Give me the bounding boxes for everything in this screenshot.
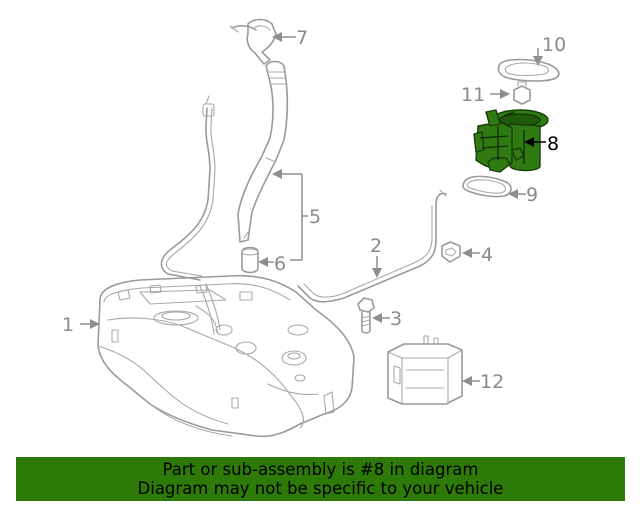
filler-neck-part[interactable] xyxy=(237,60,289,243)
callout-9-leader xyxy=(508,189,526,199)
callout-12[interactable]: 12 xyxy=(480,371,504,393)
callout-7[interactable]: 7 xyxy=(296,27,308,49)
callout-3[interactable]: 3 xyxy=(390,308,402,330)
callout-10[interactable]: 10 xyxy=(542,34,566,56)
breather-line xyxy=(160,95,221,335)
fuel-tank-part[interactable] xyxy=(97,274,355,438)
clip-part[interactable] xyxy=(513,81,531,105)
callout-2[interactable]: 2 xyxy=(370,235,382,257)
callout-2-leader xyxy=(372,256,382,278)
callout-8-leader xyxy=(524,137,546,147)
callout-4[interactable]: 4 xyxy=(481,244,493,266)
callout-7-leader xyxy=(272,32,296,42)
callout-11[interactable]: 11 xyxy=(461,84,485,106)
callout-1[interactable]: 1 xyxy=(62,314,74,336)
hose-connector-part[interactable] xyxy=(241,246,259,274)
filler-cap-part[interactable] xyxy=(229,18,277,65)
callout-12-leader xyxy=(462,376,480,386)
seal-ring-part[interactable] xyxy=(462,175,512,198)
bolt-part[interactable] xyxy=(357,297,375,334)
callout-8[interactable]: 8 xyxy=(547,133,559,155)
callout-6[interactable]: 6 xyxy=(274,253,286,275)
callout-5-bracket xyxy=(272,169,308,261)
callout-3-leader xyxy=(372,313,390,323)
callout-10-leader xyxy=(533,48,543,66)
notice-banner: Part or sub-assembly is #8 in diagram Di… xyxy=(16,457,625,501)
fuel-pump-module-part[interactable] xyxy=(473,109,549,173)
tank-strap-part[interactable] xyxy=(297,189,447,303)
callout-9[interactable]: 9 xyxy=(526,184,538,206)
callout-5[interactable]: 5 xyxy=(309,206,321,228)
notice-line-disclaimer: Diagram may not be specific to your vehi… xyxy=(137,479,504,498)
nut-part[interactable] xyxy=(441,241,461,263)
lock-ring-part[interactable] xyxy=(497,58,560,82)
callout-4-leader xyxy=(462,248,480,258)
notice-line-part: Part or sub-assembly is #8 in diagram xyxy=(162,460,479,479)
callout-6-leader xyxy=(258,257,274,267)
callout-11-leader xyxy=(490,89,510,99)
callout-1-leader xyxy=(80,319,100,329)
control-module-part[interactable] xyxy=(387,335,463,405)
